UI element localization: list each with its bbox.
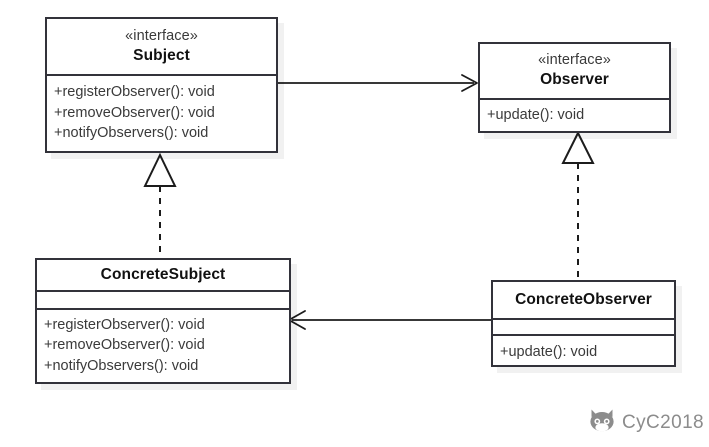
class-name-label: ConcreteObserver [515,290,652,308]
hollow-triangle-arrowhead [143,152,177,187]
hollow-triangle-arrowhead [561,130,595,164]
class-header-concrete-observer: ConcreteObserver [493,282,674,318]
class-attributes-concrete-observer [493,318,674,334]
stereotype-label: «interface» [125,27,198,44]
method-item: +registerObserver(): void [54,84,215,101]
class-name-label: ConcreteSubject [100,265,226,283]
watermark: CyC2018 [589,408,704,437]
octocat-icon [589,408,615,437]
connector-concrete-observer-to-concrete-subject [288,310,491,330]
class-box-concrete-observer[interactable]: ConcreteObserver +update(): void [491,280,676,367]
connector-concrete-subject-realizes-subject [143,152,177,258]
class-methods-concrete-subject: +registerObserver(): void +removeObserve… [37,308,289,382]
stereotype-label: «interface» [538,52,611,68]
class-header-concrete-subject: ConcreteSubject [37,260,289,290]
connector-subject-to-observer [278,74,478,92]
method-item: +notifyObservers(): void [54,125,209,142]
connector-concrete-observer-realizes-observer [561,130,595,280]
class-box-subject[interactable]: «interface» Subject +registerObserver():… [45,17,278,153]
class-box-observer[interactable]: «interface» Observer +update(): void [478,42,671,133]
class-box-concrete-subject[interactable]: ConcreteSubject +registerObserver(): voi… [35,258,291,384]
method-item: +removeObserver(): void [54,104,215,121]
class-attributes-concrete-subject [37,290,289,308]
watermark-label: CyC2018 [622,411,705,433]
class-header-observer: «interface» Observer [480,44,669,98]
class-methods-observer: +update(): void [480,98,669,131]
class-methods-concrete-observer: +update(): void [493,334,674,370]
class-methods-subject: +registerObserver(): void +removeObserve… [47,74,276,151]
method-item: +update(): void [487,106,585,123]
method-item: +registerObserver(): void [44,316,205,333]
open-arrowhead [461,74,478,92]
method-item: +removeObserver(): void [44,337,205,354]
class-header-subject: «interface» Subject [47,19,276,74]
method-item: +update(): void [500,344,598,361]
class-name-label: Subject [133,46,190,64]
method-item: +notifyObservers(): void [44,357,199,374]
class-name-label: Observer [540,71,609,88]
